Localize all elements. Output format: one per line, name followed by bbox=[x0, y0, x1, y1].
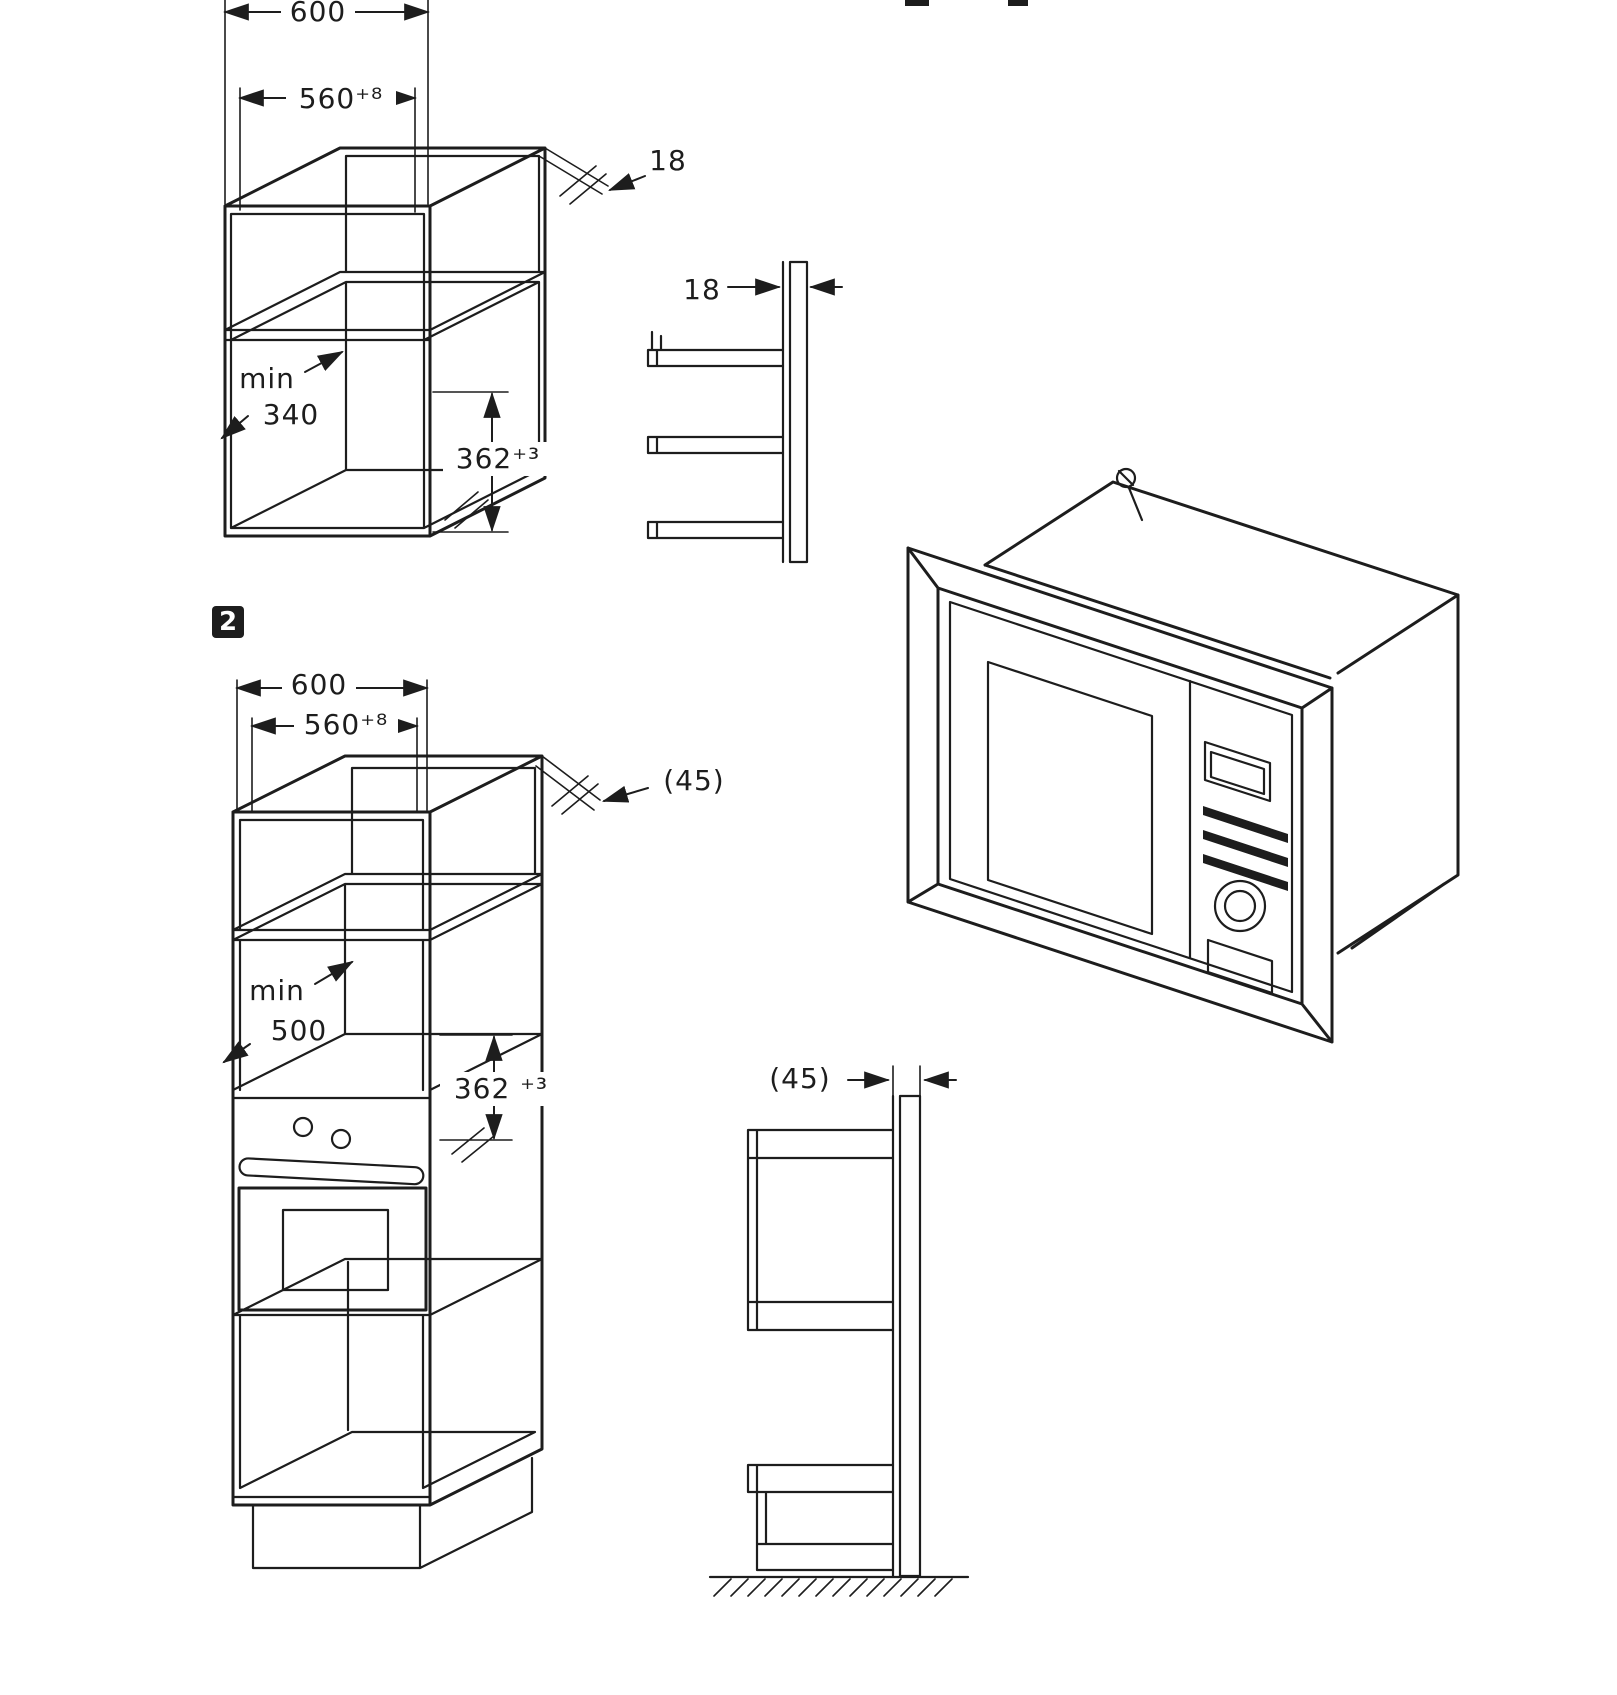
cropped-text-artifact bbox=[1008, 0, 1028, 6]
fig1-dim-362-label: 362⁺³ bbox=[456, 442, 540, 475]
cropped-text-artifact bbox=[905, 0, 929, 6]
microwave-trim-frame bbox=[906, 546, 1334, 1044]
label-backing bbox=[443, 442, 553, 476]
panel-thickness-profile-1: 18 bbox=[646, 260, 843, 564]
leader-min-depth bbox=[304, 350, 344, 373]
label-backing bbox=[286, 80, 396, 112]
floor-hatching bbox=[713, 1578, 953, 1597]
control-knob-icon bbox=[1213, 879, 1267, 933]
fig2-dim-600-label: 600 bbox=[291, 668, 347, 701]
label-backing bbox=[294, 710, 398, 740]
mounting-screw-icon bbox=[1115, 467, 1137, 489]
step-2-badge-label: 2 bbox=[219, 607, 237, 637]
profile-1-shelves bbox=[646, 330, 785, 540]
cropped-text-artifact bbox=[905, 0, 1028, 6]
label-backing bbox=[440, 1072, 562, 1106]
microwave-front-panel bbox=[948, 600, 1294, 995]
fig1-dim-18-label: 18 bbox=[649, 144, 687, 177]
side-panel-cross-section bbox=[788, 260, 809, 564]
leader-min-depth-value bbox=[222, 1041, 251, 1064]
leader-min-depth bbox=[314, 960, 354, 985]
label-backing bbox=[281, 0, 355, 26]
oven-door bbox=[237, 1186, 428, 1312]
figure-2-cabinet-drawing: 2 600 560⁺⁸ (45) min 500 362 ⁺³ bbox=[212, 606, 724, 1570]
cabinet-2-interior-lines bbox=[231, 766, 544, 1570]
fig2-min-label: min bbox=[249, 974, 305, 1007]
cabinet-1-outline bbox=[223, 146, 547, 538]
fig2-min-value-label: 500 bbox=[271, 1014, 327, 1047]
oven-knob-icon bbox=[292, 1116, 314, 1138]
fig2-dim-362-label: 362 ⁺³ bbox=[454, 1072, 548, 1105]
profile-2-shelves bbox=[746, 1128, 895, 1572]
fig1-min-label: min bbox=[239, 362, 295, 395]
vent-grille-icon bbox=[1203, 806, 1288, 891]
leader-panel-thickness bbox=[601, 785, 649, 803]
oven-knob-icon bbox=[330, 1128, 352, 1150]
oven-door-window bbox=[281, 1208, 390, 1292]
profile-2-extension-lines bbox=[892, 1065, 921, 1097]
step-2-badge bbox=[212, 606, 244, 638]
fig2-dim-45-label: (45) bbox=[663, 764, 724, 797]
profile1-dim-18-label: 18 bbox=[683, 273, 721, 306]
label-backing bbox=[282, 672, 356, 698]
control-knob-inner bbox=[1223, 889, 1257, 923]
oven-handle bbox=[238, 1157, 425, 1186]
fig1-dim-560-label: 560⁺⁸ bbox=[299, 82, 383, 115]
microwave-unit-drawing bbox=[906, 467, 1460, 1044]
fig1-min-value-label: 340 bbox=[263, 398, 319, 431]
leader-min-depth-value bbox=[220, 415, 249, 440]
cabinet-2-outline bbox=[231, 754, 544, 1507]
figure-1-cabinet-drawing: 600 560⁺⁸ 18 min 340 362⁺³ bbox=[220, 0, 687, 538]
cabinet-1-extension-lines bbox=[224, 0, 609, 533]
cabinet-2-extension-lines bbox=[236, 679, 601, 1163]
profile2-dim-45-label: (45) bbox=[769, 1062, 830, 1095]
fig2-dim-560-label: 560⁺⁸ bbox=[304, 708, 388, 741]
microwave-body bbox=[983, 480, 1460, 955]
cabinet-1-interior-lines bbox=[223, 154, 547, 530]
mounting-screw-detail bbox=[1117, 469, 1144, 522]
fig1-dim-600-label: 600 bbox=[290, 0, 346, 28]
panel-thickness-profile-2: (45) bbox=[708, 1062, 970, 1597]
side-panel-cross-section bbox=[898, 1094, 922, 1578]
leader-panel-thickness bbox=[607, 173, 646, 191]
